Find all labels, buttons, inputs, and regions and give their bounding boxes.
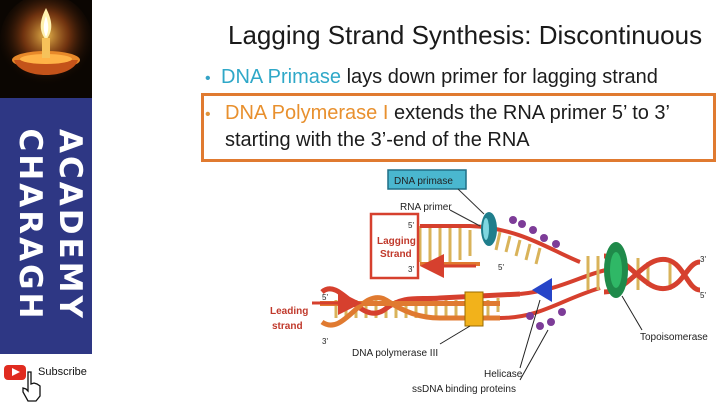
subscribe-button[interactable]: Subscribe <box>0 354 92 404</box>
leading-strand-helix <box>320 286 521 328</box>
helicase-label: Helicase <box>484 369 523 380</box>
hand-cursor-icon <box>22 371 41 402</box>
lagging-label-line-2: Strand <box>380 249 412 260</box>
lagging-primer-five-prime-mark: 5' <box>498 263 504 272</box>
subscribe-label: Subscribe <box>38 366 87 378</box>
oil-lamp-icon <box>0 0 92 98</box>
helicase-icon <box>532 278 552 302</box>
leading-label-line-1: Leading <box>270 306 308 317</box>
dna-polymerase-iii-icon <box>464 291 484 327</box>
youtube-icon <box>4 365 26 380</box>
leading-new-strand <box>320 301 500 306</box>
bullet-dot-icon: • <box>205 106 211 123</box>
leading-five-prime-mark: 5' <box>322 293 328 302</box>
bullet-polymerase-line-1: • DNA Polymerase I extends the RNA primer… <box>205 102 670 125</box>
parental-five-prime-mark: 5' <box>700 291 706 300</box>
term-dna-polymerase-i: DNA Polymerase I <box>225 102 389 124</box>
term-dna-primase: DNA Primase <box>221 66 342 88</box>
dna-primase-label-box <box>387 169 467 190</box>
ssdna-binding-proteins <box>509 216 566 330</box>
leading-three-prime-mark: 3' <box>322 337 328 346</box>
highlight-box <box>201 93 716 162</box>
bullet-primase: • DNA Primase lays down primer for laggin… <box>205 66 658 89</box>
lagging-five-prime-mark: 5' <box>408 221 414 230</box>
bullet-dot-icon: • <box>205 70 211 87</box>
bullet-polymerase-text-1: extends the RNA primer 5’ to 3’ <box>388 102 671 124</box>
lagging-base-pairs <box>418 226 542 265</box>
lagging-template-strand <box>420 224 581 264</box>
bullet-primase-text: lays down primer for lagging strand <box>341 66 658 88</box>
lagging-strand-box <box>369 212 420 280</box>
channel-sidebar: CHARAGH ACADEMY Subscribe <box>0 0 92 404</box>
lamp-logo <box>0 0 92 98</box>
dna-primase-label: DNA primase <box>394 176 453 187</box>
bullet-polymerase-line-2: starting with the 3’-end of the RNA <box>225 129 530 151</box>
topoisomerase-label: Topoisomerase <box>640 332 708 343</box>
ssdna-binding-proteins-label: ssDNA binding proteins <box>412 384 516 395</box>
leading-label-line-2: strand <box>272 321 303 332</box>
parental-three-prime-mark: 3' <box>700 255 706 264</box>
lagging-three-prime-mark: 3' <box>408 265 414 274</box>
dna-polymerase-iii-label: DNA polymerase III <box>352 348 438 359</box>
rna-primer-label: RNA primer <box>400 202 452 213</box>
slide-title: Lagging Strand Synthesis: Discontinuous <box>228 20 703 50</box>
lagging-label-line-1: Lagging <box>377 236 416 247</box>
